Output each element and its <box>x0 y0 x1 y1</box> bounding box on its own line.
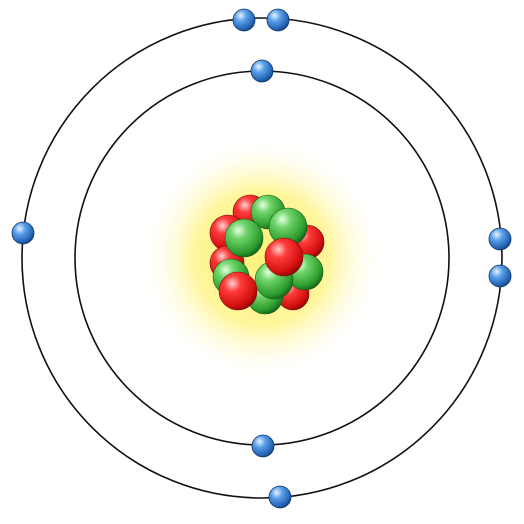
outer-shell-electrons <box>11 8 512 509</box>
electron <box>488 227 512 251</box>
electron <box>232 8 256 32</box>
neutron <box>224 218 264 258</box>
outer-orbit <box>21 17 503 499</box>
electron <box>266 8 290 32</box>
proton <box>264 237 304 277</box>
electron <box>488 264 512 288</box>
electron <box>11 221 35 245</box>
electron <box>250 59 274 83</box>
electron <box>251 434 275 458</box>
inner-shell-electrons <box>250 59 275 458</box>
electron <box>268 485 292 509</box>
nucleus <box>209 194 325 315</box>
proton <box>218 271 258 311</box>
nucleus-glow <box>140 136 384 380</box>
